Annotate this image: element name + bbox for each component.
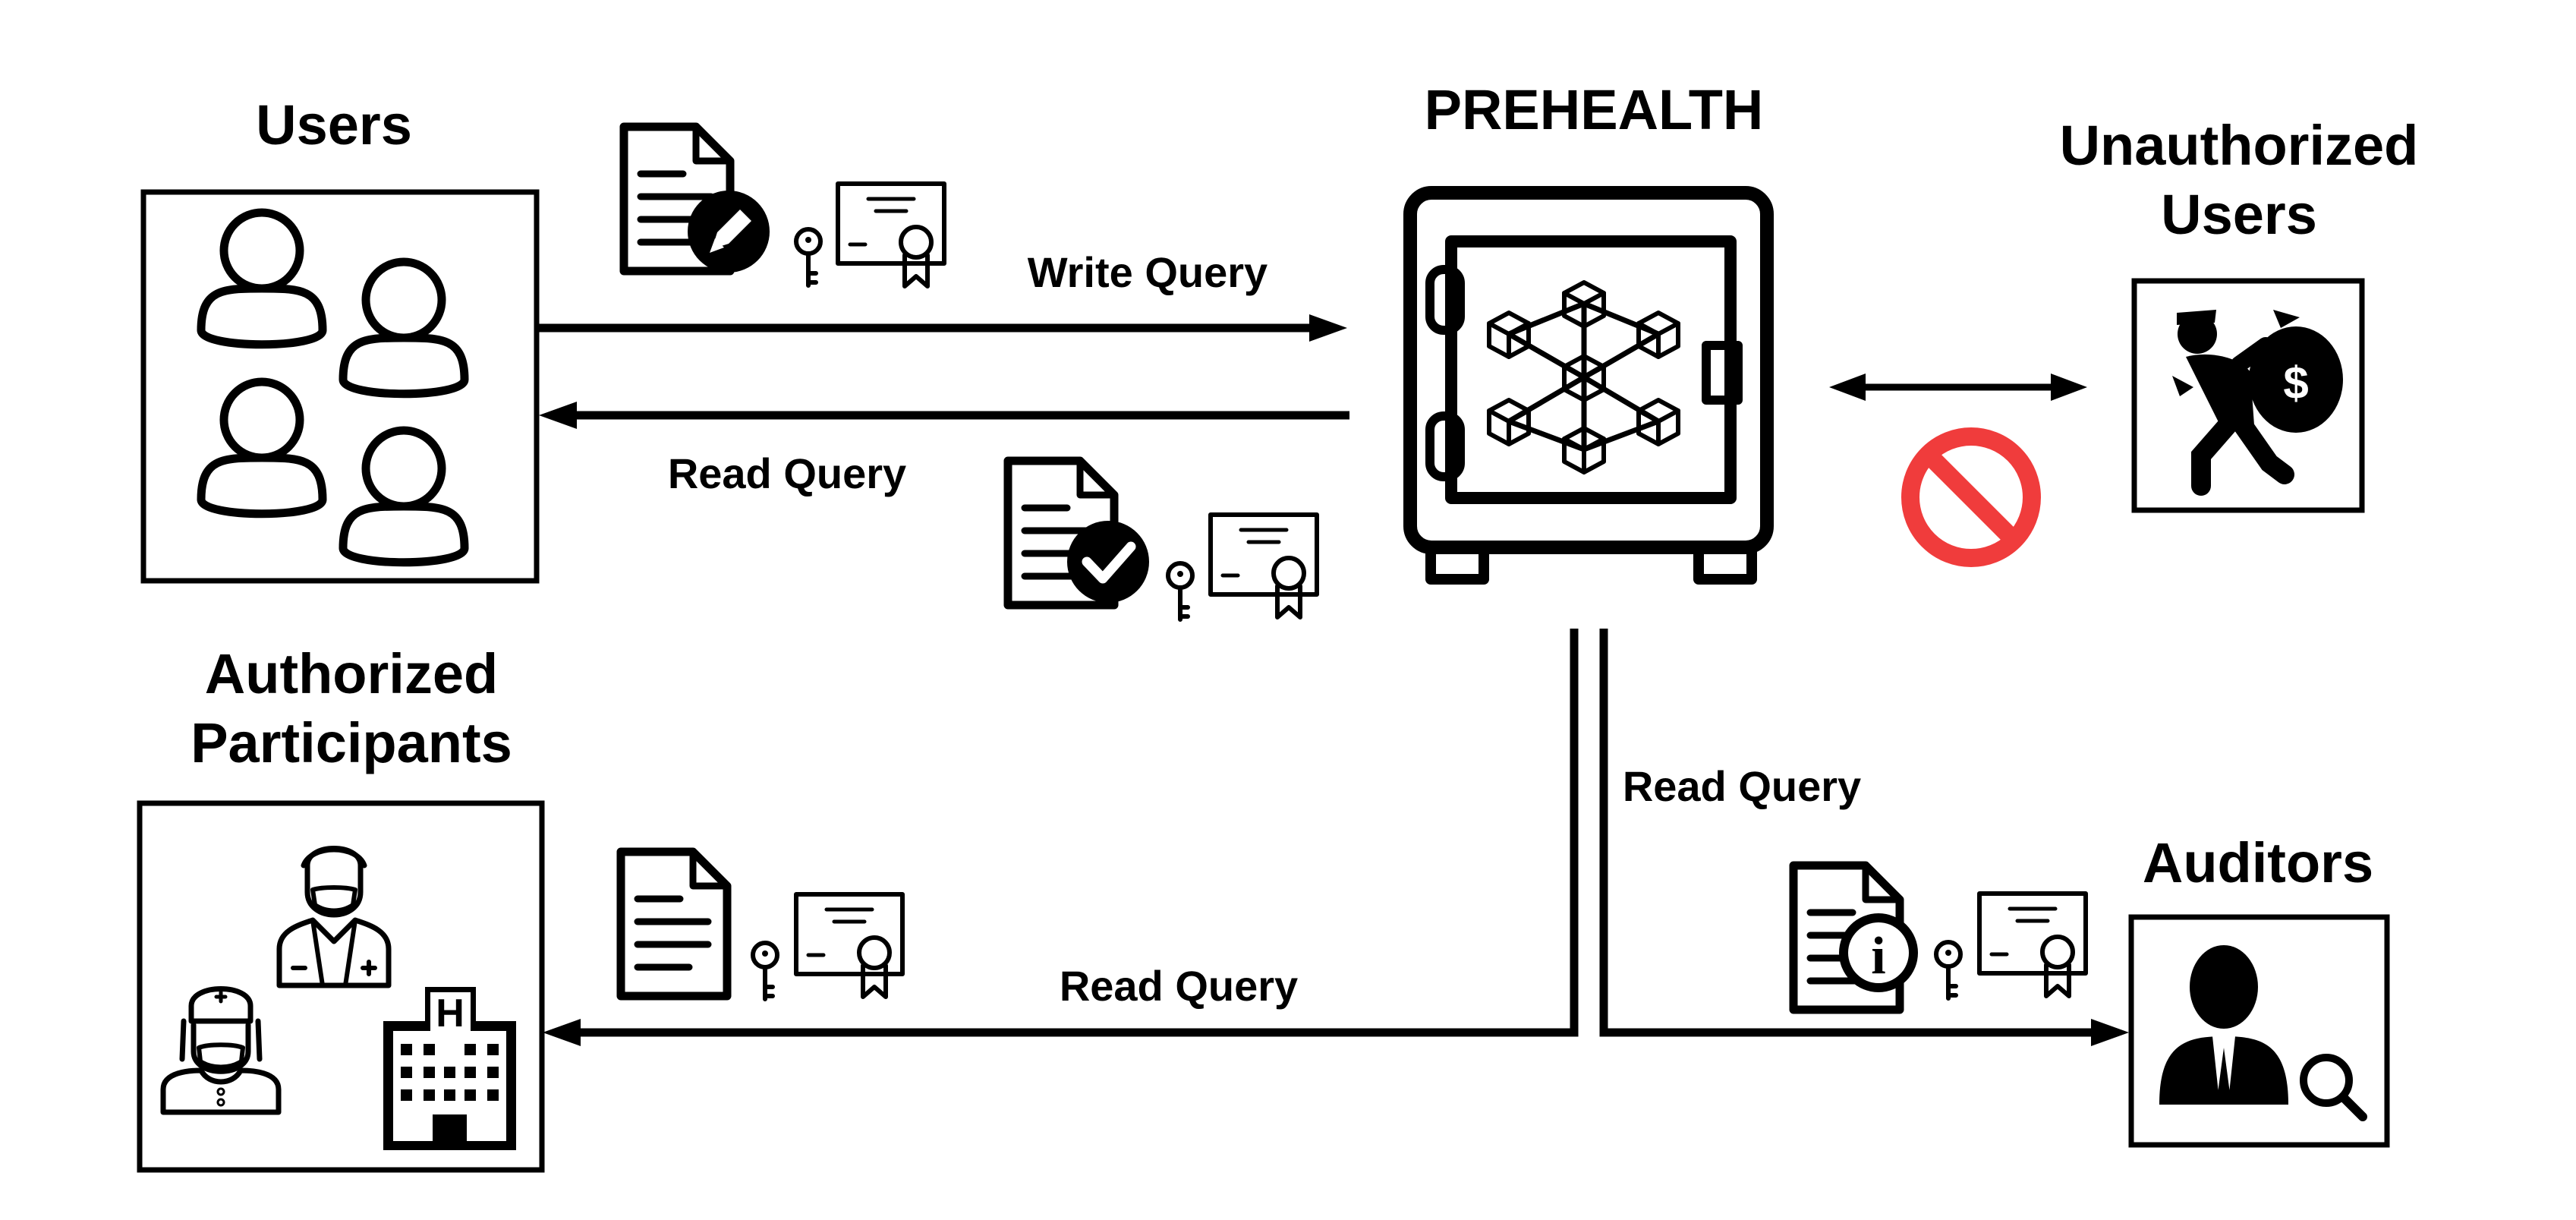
read-query-auditors-label: Read Query [1623, 762, 1861, 810]
svg-text:i: i [1871, 927, 1885, 985]
doctor-icon [276, 846, 392, 988]
document-icon [621, 852, 727, 996]
users-title: Users [256, 93, 412, 156]
nurse-icon [160, 986, 282, 1115]
auditors-box [2128, 914, 2390, 1148]
blockchain-safe-icon [1403, 186, 1774, 585]
prehealth-title: PREHEALTH [1425, 78, 1764, 141]
read-query-auditors-line [1599, 629, 2095, 1037]
authorized-participants-box [137, 800, 545, 1173]
read-query-authorized-line [577, 629, 1579, 1037]
user-icon [343, 430, 464, 563]
users-box [140, 189, 540, 584]
unauthorized-users-box [2131, 278, 2365, 513]
thief-icon: $ [2172, 310, 2343, 496]
read-query-document-icon [1008, 461, 1149, 605]
write-query-document-icon [624, 127, 770, 273]
key-icon [753, 943, 777, 999]
certificate-icon [1211, 515, 1317, 617]
write-query-label: Write Query [1028, 248, 1268, 296]
auditors-title: Auditors [2143, 831, 2373, 894]
user-icon [201, 382, 323, 514]
key-icon [1936, 942, 1960, 998]
user-icon [201, 213, 323, 345]
arrowhead-icon [2091, 1019, 2129, 1046]
unauthorized-users-title-line1: Unauthorized [2060, 114, 2419, 177]
arrowhead-icon [543, 1019, 581, 1046]
arrowhead-icon [1829, 374, 1866, 401]
user-icon [343, 262, 464, 394]
auditor-icon [2159, 945, 2367, 1121]
svg-text:H: H [436, 991, 464, 1036]
key-icon [1168, 563, 1192, 619]
arrowhead-icon [539, 402, 577, 429]
read-query-users-label: Read Query [668, 449, 906, 497]
authorized-participants-title-line1: Authorized [205, 642, 498, 705]
unauthorized-users-title-line2: Users [2161, 183, 2317, 246]
certificate-icon [1979, 894, 2086, 996]
certificate-icon [796, 894, 902, 997]
arrowhead-icon [1309, 314, 1347, 342]
certificate-icon [838, 184, 944, 286]
forbidden-icon [1901, 427, 2041, 567]
hospital-icon: H [383, 987, 516, 1150]
key-icon [796, 229, 820, 285]
svg-text:$: $ [2283, 358, 2308, 408]
read-query-authorized-label: Read Query [1060, 962, 1298, 1010]
info-document-icon: i [1793, 865, 1918, 1010]
authorized-participants-title-line2: Participants [191, 711, 512, 774]
arrowhead-icon [2051, 374, 2087, 401]
